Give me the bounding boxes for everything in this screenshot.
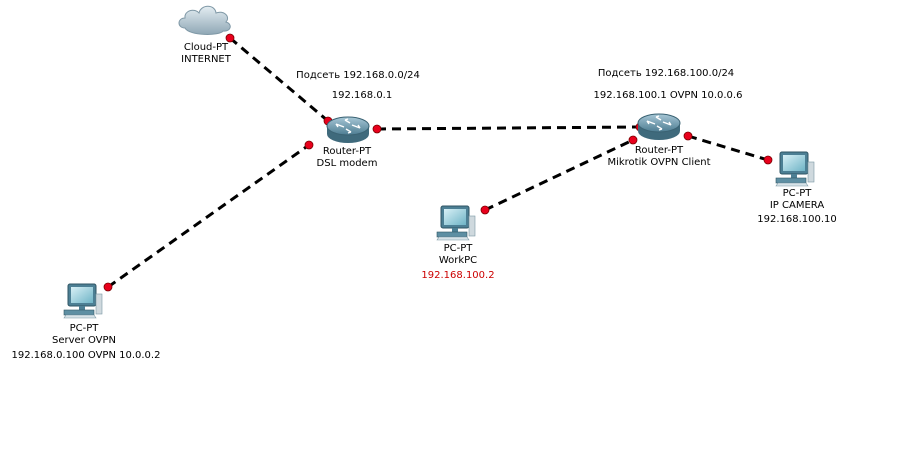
port-dot bbox=[480, 205, 490, 215]
camera-ip-label: 192.168.100.10 bbox=[757, 214, 837, 225]
port-dot bbox=[763, 155, 773, 165]
server-pc-ip-label: 192.168.0.100 OVPN 10.0.0.2 bbox=[11, 350, 161, 361]
pc-icon[interactable] bbox=[436, 205, 476, 241]
port-dot bbox=[225, 33, 235, 43]
cloud-icon[interactable] bbox=[178, 5, 231, 35]
cloud-name-label: INTERNET bbox=[181, 54, 231, 65]
port-dot bbox=[103, 282, 113, 292]
cloud-type-label: Cloud-PT bbox=[183, 42, 229, 53]
dsl-router-type-label: Router-PT bbox=[322, 146, 372, 157]
link-cloud-dsl[interactable] bbox=[229, 36, 329, 123]
subnet-left-label: Подсеть 192.168.0.0/24 bbox=[296, 70, 420, 81]
gateway-left-label: 192.168.0.1 bbox=[331, 90, 393, 101]
links bbox=[107, 36, 769, 289]
port-dot bbox=[372, 124, 382, 134]
workpc-ip-label: 192.168.100.2 bbox=[421, 270, 495, 281]
server-pc-type-label: PC-PT bbox=[69, 323, 99, 334]
dsl-router-name-label: DSL modem bbox=[316, 158, 378, 169]
server-pc-name-label: Server OVPN bbox=[51, 335, 117, 346]
router-icon[interactable] bbox=[326, 116, 370, 144]
mikrotik-router-name-label: Mikrotik OVPN Client bbox=[607, 157, 711, 168]
port-dot bbox=[683, 131, 693, 141]
pc-icon[interactable] bbox=[775, 151, 815, 187]
link-server-dsl[interactable] bbox=[107, 143, 310, 289]
gateway-right-label: 192.168.100.1 OVPN 10.0.0.6 bbox=[593, 90, 743, 101]
pc-icon[interactable] bbox=[63, 283, 103, 319]
link-workpc-mikrotik[interactable] bbox=[484, 138, 634, 212]
link-dsl-mikrotik[interactable] bbox=[376, 125, 641, 131]
camera-type-label: PC-PT bbox=[782, 188, 812, 199]
port-dot bbox=[304, 140, 314, 150]
camera-name-label: IP CAMERA bbox=[769, 200, 825, 211]
router-icon[interactable] bbox=[637, 113, 681, 141]
port-dot bbox=[628, 135, 638, 145]
workpc-name-label: WorkPC bbox=[438, 255, 478, 266]
subnet-right-label: Подсеть 192.168.100.0/24 bbox=[597, 68, 735, 79]
workpc-type-label: PC-PT bbox=[443, 243, 473, 254]
mikrotik-router-type-label: Router-PT bbox=[634, 145, 684, 156]
